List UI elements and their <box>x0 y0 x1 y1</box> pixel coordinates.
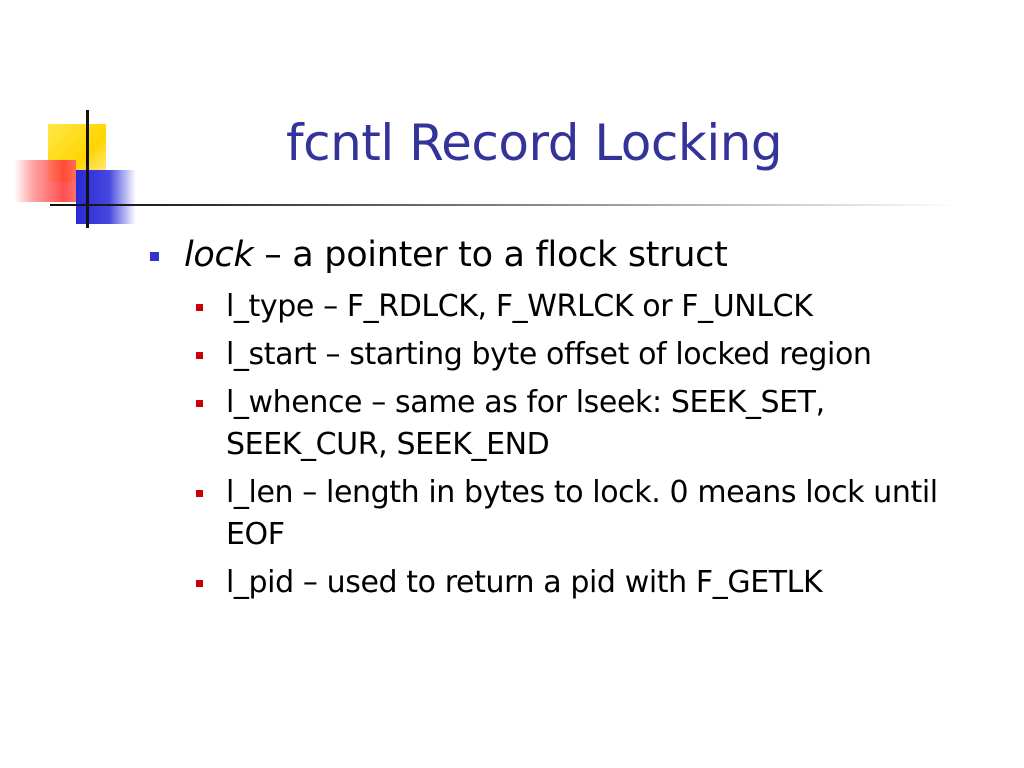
sub-bullet-list: l_type – F_RDLCK, F_WRLCK or F_UNLCK l_s… <box>146 286 986 604</box>
logo-vertical-line <box>86 110 89 228</box>
square-bullet-icon <box>196 304 203 311</box>
sub-bullet-text: l_type – F_RDLCK, F_WRLCK or F_UNLCK <box>226 289 813 324</box>
bullet-description: – a pointer to a flock struct <box>253 235 728 275</box>
sub-bullet-text: l_pid – used to return a pid with F_GETL… <box>226 565 823 600</box>
square-bullet-icon <box>196 400 203 407</box>
square-bullet-icon <box>196 352 203 359</box>
sub-bullet-text: l_whence – same as for lseek: SEEK_SET, … <box>226 385 825 462</box>
logo-blue-square <box>76 170 136 224</box>
slide-title: fcntl Record Locking <box>286 114 783 172</box>
sub-bullet-text: l_start – starting byte offset of locked… <box>226 337 872 372</box>
square-bullet-icon <box>150 252 159 261</box>
sub-bullet-l-type: l_type – F_RDLCK, F_WRLCK or F_UNLCK <box>192 286 986 328</box>
bullet-lead-term: lock <box>184 235 254 275</box>
bullet-lock: lock – a pointer to a flock struct <box>146 232 986 278</box>
logo-red-square <box>14 160 76 202</box>
sub-bullet-l-len: l_len – length in bytes to lock. 0 means… <box>192 472 986 556</box>
sub-bullet-text: l_len – length in bytes to lock. 0 means… <box>226 475 938 552</box>
sub-bullet-l-whence: l_whence – same as for lseek: SEEK_SET, … <box>192 382 986 466</box>
title-underline <box>50 204 960 206</box>
sub-bullet-l-pid: l_pid – used to return a pid with F_GETL… <box>192 562 986 604</box>
square-bullet-icon <box>196 490 203 497</box>
sub-bullet-l-start: l_start – starting byte offset of locked… <box>192 334 986 376</box>
slide-body: lock – a pointer to a flock struct l_typ… <box>146 232 986 610</box>
square-bullet-icon <box>196 580 203 587</box>
decorative-logo <box>0 0 160 240</box>
